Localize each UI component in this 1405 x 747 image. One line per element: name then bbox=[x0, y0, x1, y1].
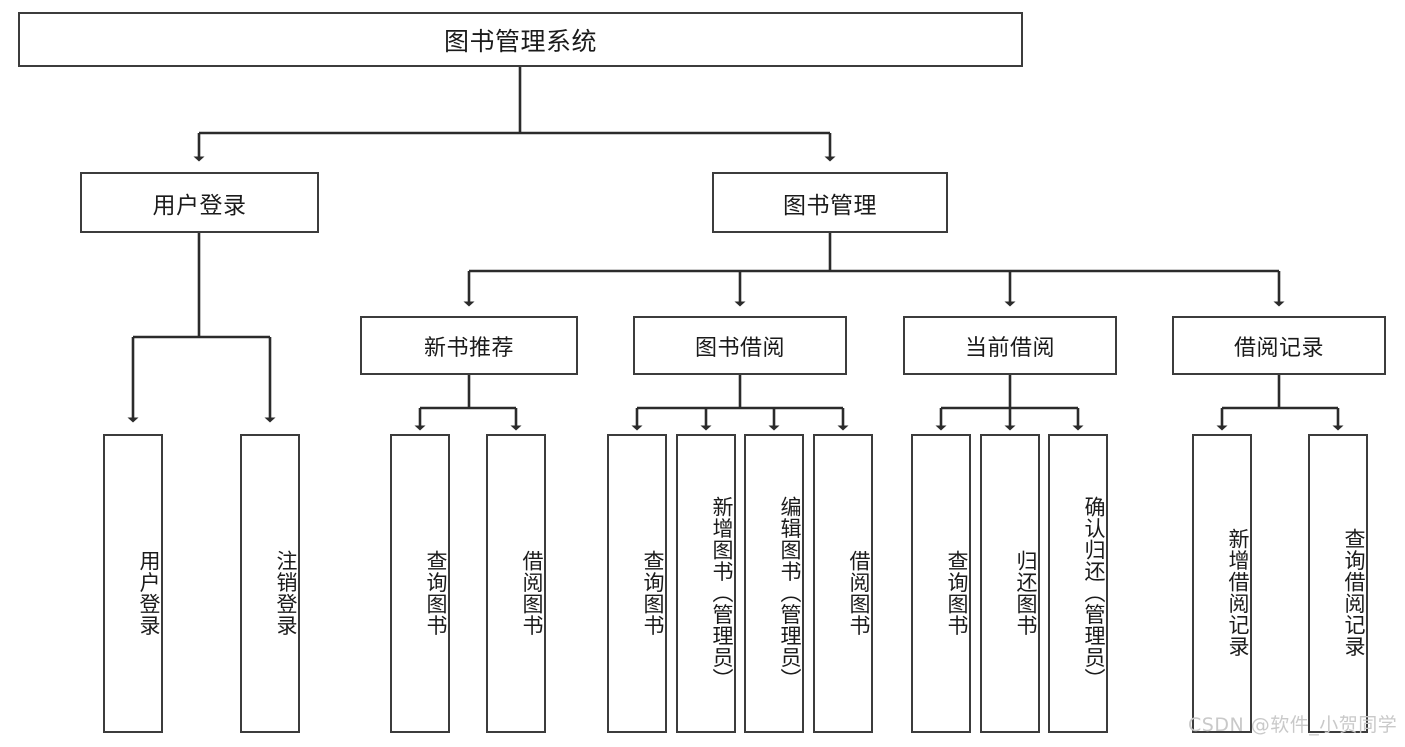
leaf-borrow-book[interactable]: 借阅图书 bbox=[813, 434, 873, 733]
node-label: 新增借阅记录 bbox=[1226, 528, 1250, 657]
node-label: 图书管理系统 bbox=[443, 26, 597, 56]
node-label: 用户登录 bbox=[137, 549, 161, 636]
node-label: 借阅图书 bbox=[520, 549, 544, 636]
node-current-borrowing[interactable]: 当前借阅 bbox=[903, 316, 1117, 375]
node-book-borrowing[interactable]: 图书借阅 bbox=[633, 316, 847, 375]
node-label: 归还图书 bbox=[1014, 549, 1038, 636]
node-label: 图书借阅 bbox=[694, 335, 785, 361]
node-user-login[interactable]: 用户登录 bbox=[80, 172, 319, 233]
node-label: 借阅图书 bbox=[847, 549, 871, 636]
node-label: 新书推荐 bbox=[423, 335, 514, 361]
leaf-return-book[interactable]: 归还图书 bbox=[980, 434, 1040, 733]
leaf-confirm-return-admin[interactable]: 确认归还（管理员） bbox=[1048, 434, 1108, 733]
leaf-borrow-book-recommendation[interactable]: 借阅图书 bbox=[486, 434, 546, 733]
leaf-query-book-current[interactable]: 查询图书 bbox=[911, 434, 971, 733]
node-book-management[interactable]: 图书管理 bbox=[712, 172, 948, 233]
node-label: 借阅记录 bbox=[1233, 335, 1324, 361]
leaf-add-borrowing-record[interactable]: 新增借阅记录 bbox=[1192, 434, 1252, 733]
node-label: 用户登录 bbox=[152, 192, 247, 219]
node-root-book-management-system[interactable]: 图书管理系统 bbox=[18, 12, 1023, 67]
watermark: CSDN @软件_小贺同学 bbox=[1188, 714, 1398, 736]
node-borrowing-records[interactable]: 借阅记录 bbox=[1172, 316, 1386, 375]
node-new-book-recommendation[interactable]: 新书推荐 bbox=[360, 316, 578, 375]
leaf-edit-book-admin[interactable]: 编辑图书（管理员） bbox=[744, 434, 804, 733]
node-label: 当前借阅 bbox=[964, 335, 1055, 361]
node-label: 查询图书 bbox=[945, 549, 969, 636]
node-label: 编辑图书（管理员） bbox=[778, 495, 802, 690]
node-label: 注销登录 bbox=[274, 549, 298, 636]
leaf-user-login[interactable]: 用户登录 bbox=[103, 434, 163, 733]
leaf-query-borrowing-record[interactable]: 查询借阅记录 bbox=[1308, 434, 1368, 733]
node-label: 查询图书 bbox=[424, 549, 448, 636]
leaf-add-book-admin[interactable]: 新增图书（管理员） bbox=[676, 434, 736, 733]
leaf-query-book-borrowing[interactable]: 查询图书 bbox=[607, 434, 667, 733]
node-label: 查询图书 bbox=[641, 549, 665, 636]
leaf-query-book-recommendation[interactable]: 查询图书 bbox=[390, 434, 450, 733]
leaf-logout[interactable]: 注销登录 bbox=[240, 434, 300, 733]
node-label: 查询借阅记录 bbox=[1342, 528, 1366, 657]
node-label: 确认归还（管理员） bbox=[1082, 495, 1106, 690]
node-label: 图书管理 bbox=[783, 192, 877, 219]
node-label: 新增图书（管理员） bbox=[710, 495, 734, 690]
